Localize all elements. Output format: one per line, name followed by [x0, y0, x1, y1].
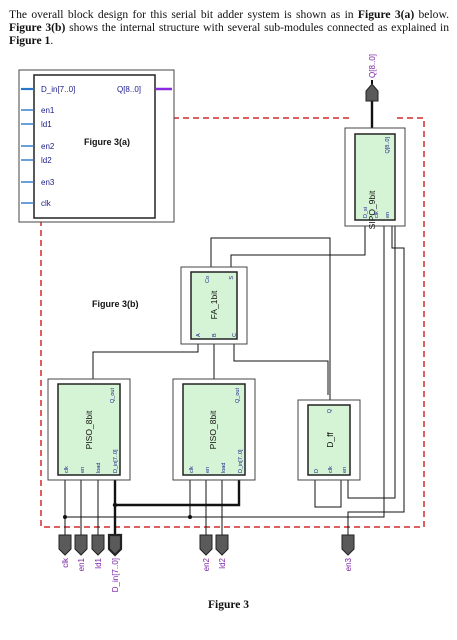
pin-ld2-label: ld2 — [218, 557, 227, 568]
wiring — [64, 101, 405, 535]
piso2-en-label: en — [205, 467, 211, 473]
fa-a-label: A — [196, 333, 202, 337]
pin-q-label: Q[8..0] — [368, 54, 377, 78]
port-en1-label: en1 — [41, 106, 55, 115]
pin-en2 — [199, 534, 213, 556]
port-ld1-label: ld1 — [41, 120, 52, 129]
dff-en-label: en — [342, 467, 348, 473]
piso1-name: PISO_8bit — [84, 410, 94, 449]
pin-q-out: Q[8..0] — [365, 54, 379, 102]
port-en2-label: en2 — [41, 142, 55, 151]
fa-b-label: B — [212, 333, 218, 337]
pin-d-in — [107, 533, 123, 557]
pin-clk — [58, 534, 72, 556]
fa-name: FA_1bit — [209, 290, 219, 319]
sipo-9bit-block: SIPO_9bit Q[8..0] D_si clk en — [344, 127, 406, 229]
intro-text: shows the internal structure with severa… — [65, 21, 450, 35]
piso-8bit-block-2: PISO_8bit Q_out clk en load D_in[7..0] — [172, 378, 256, 481]
d-ff-block: D_ff Q D clk en — [297, 399, 361, 481]
figure-caption: Figure 3 — [208, 599, 249, 611]
port-q-label: Q[8..0] — [117, 85, 141, 94]
piso1-out-label: Q_out — [110, 388, 116, 403]
figure-3b-label: Figure 3(b) — [92, 299, 139, 309]
port-ld2-label: ld2 — [41, 156, 52, 165]
pin-en3-label: en3 — [344, 557, 353, 571]
fa-co-label: Co — [205, 276, 211, 283]
piso2-name: PISO_8bit — [208, 410, 218, 449]
dff-d-label: D — [314, 469, 320, 473]
pin-en1 — [74, 534, 88, 556]
port-en3-label: en3 — [41, 178, 55, 187]
fa-s-label: S — [229, 276, 235, 280]
piso2-out-label: Q_out — [235, 388, 241, 403]
piso2-load-label: load — [221, 463, 227, 473]
dff-clk-label: clk — [328, 466, 334, 473]
figure-3a-label: Figure 3(a) — [84, 137, 130, 147]
intro-text: . — [50, 34, 54, 48]
piso1-en-label: en — [80, 467, 86, 473]
ref-figure-3a: Figure 3(a) — [357, 8, 415, 21]
port-d-in-label: D_in[7..0] — [41, 85, 75, 94]
fa-1bit-block: FA_1bit Co S A B C — [180, 266, 248, 345]
fa-c-label: C — [232, 333, 238, 337]
intro-text: below. — [414, 8, 449, 21]
pin-d-in-label: D_in[7..0] — [111, 558, 120, 592]
pin-en2-label: en2 — [202, 557, 211, 571]
io-pins: Q[8..0] clk en1 ld1 D_in[7..0] en2 ld2 e… — [58, 54, 379, 592]
piso2-clk-label: clk — [189, 466, 195, 473]
sipo-clk-label: clk — [374, 211, 380, 218]
sipo-en-label: en — [385, 212, 391, 218]
port-clk-label: clk — [41, 199, 52, 208]
sipo-name: SIPO_9bit — [367, 190, 377, 229]
pin-ld1 — [91, 534, 105, 556]
ref-figure-3b: Figure 3(b) — [9, 21, 66, 35]
top-level-block: D_in[7..0] Q[8..0] en1 ld1 en2 ld2 en3 c… — [18, 69, 175, 223]
dff-q-label: Q — [327, 408, 333, 413]
intro-text: The overall block design for this serial… — [9, 8, 358, 21]
piso1-clk-label: clk — [64, 466, 70, 473]
pin-clk-label: clk — [61, 557, 70, 568]
sipo-out-label: Q[8..0] — [385, 137, 391, 154]
pin-en3 — [341, 534, 355, 556]
ref-figure-1: Figure 1 — [9, 34, 51, 48]
piso1-din-label: D_in[7..0] — [113, 449, 119, 473]
system-boundary — [40, 117, 425, 528]
pin-ld1-label: ld1 — [94, 557, 103, 568]
dff-name: D_ff — [325, 432, 335, 448]
wire-junctions — [63, 502, 192, 519]
piso1-load-label: load — [96, 463, 102, 473]
piso2-din-label: D_in[7..0] — [238, 449, 244, 473]
sipo-dsi-label: D_si — [363, 207, 369, 218]
intro-paragraph: The overall block design for this serial… — [9, 8, 449, 48]
pin-en1-label: en1 — [77, 557, 86, 571]
piso-8bit-block-1: PISO_8bit Q_out clk en load D_in[7..0] — [47, 378, 131, 481]
pin-ld2 — [215, 534, 229, 556]
